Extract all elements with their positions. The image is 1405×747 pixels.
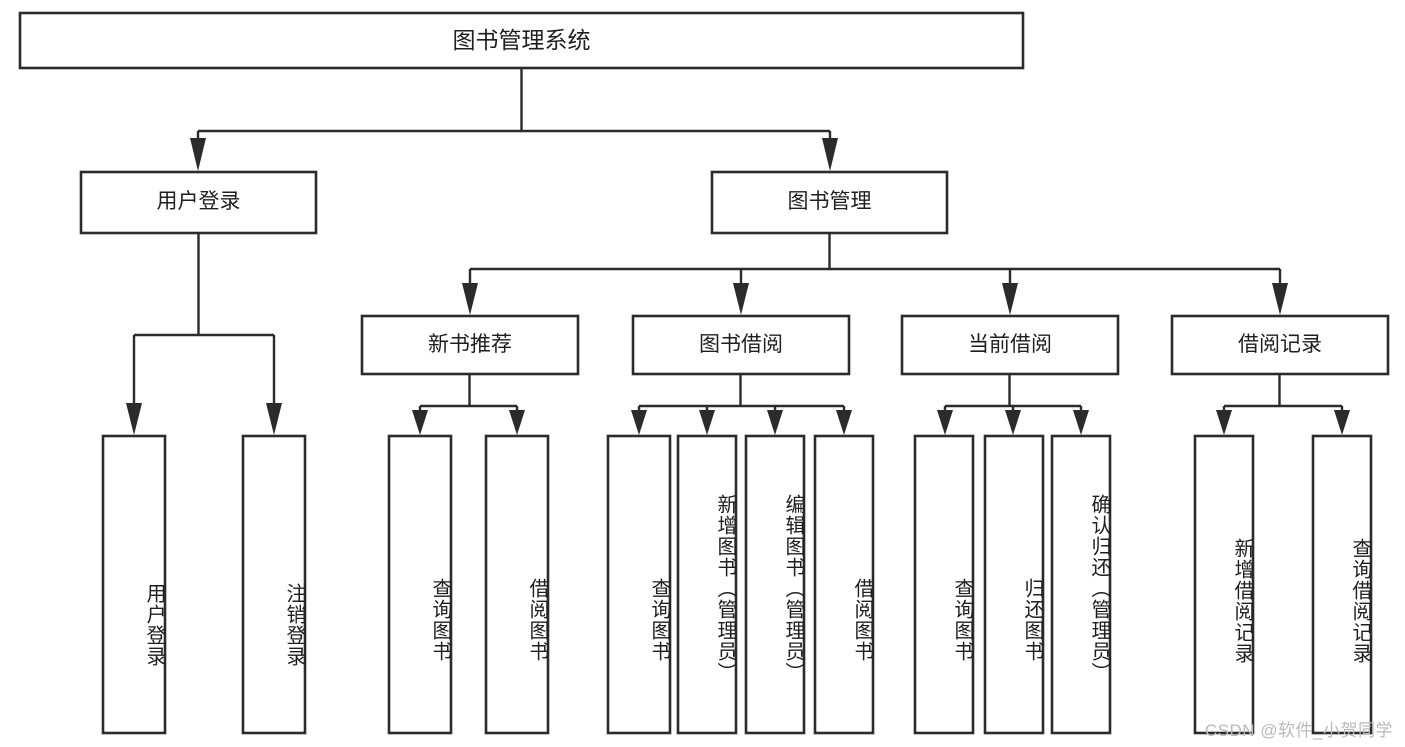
node-box-new-book-rec[interactable] — [360, 314, 580, 376]
node-box-user-login[interactable] — [79, 170, 318, 235]
node-box-borrow-record[interactable] — [1170, 314, 1390, 376]
arrow-head-leaf-edit-book — [767, 410, 783, 435]
arrow-head-leaf-confirm-return — [1073, 410, 1089, 435]
arrow-head-leaf-query-book-current — [937, 410, 953, 435]
node-box-root[interactable] — [18, 11, 1025, 70]
arrow-head-leaf-add-record — [1216, 410, 1232, 435]
arrow-head-leaf-borrow-book-rec — [509, 410, 525, 435]
node-box-leaf-query-book-borrow[interactable] — [606, 434, 672, 735]
arrow-head-book-borrow — [733, 283, 749, 315]
node-box-leaf-confirm-return[interactable] — [1050, 434, 1112, 735]
arrow-head-leaf-return-book — [1005, 410, 1021, 435]
node-box-leaf-user-login[interactable] — [101, 434, 167, 735]
node-box-leaf-add-book[interactable] — [676, 434, 738, 735]
arrow-head-leaf-query-book-rec — [412, 410, 428, 435]
node-box-leaf-add-record[interactable] — [1193, 434, 1255, 735]
node-box-leaf-user-logout[interactable] — [241, 434, 307, 735]
node-box-leaf-edit-book[interactable] — [744, 434, 806, 735]
arrow-head-current-borrow — [1002, 283, 1018, 315]
connectors — [126, 68, 1350, 435]
arrow-head-leaf-user-logout — [266, 403, 282, 435]
node-box-leaf-query-book-rec[interactable] — [387, 434, 453, 735]
node-box-leaf-query-record[interactable] — [1311, 434, 1373, 735]
arrow-head-leaf-query-book-borrow — [631, 410, 647, 435]
node-boxes — [18, 11, 1390, 735]
node-box-leaf-borrow-book[interactable] — [813, 434, 875, 735]
arrow-head-leaf-add-book — [699, 410, 715, 435]
arrow-head-user-login — [190, 138, 206, 171]
arrow-head-leaf-user-login — [126, 403, 142, 435]
node-box-book-manage[interactable] — [710, 170, 949, 235]
arrow-head-leaf-query-record — [1334, 410, 1350, 435]
node-box-leaf-query-book-current[interactable] — [913, 434, 975, 735]
node-box-leaf-borrow-book-rec[interactable] — [484, 434, 550, 735]
arrow-head-borrow-record — [1272, 283, 1288, 315]
arrow-head-book-manage — [822, 138, 838, 171]
node-box-book-borrow[interactable] — [631, 314, 851, 376]
arrow-head-leaf-borrow-book — [836, 410, 852, 435]
node-box-current-borrow[interactable] — [900, 314, 1120, 376]
node-box-leaf-return-book[interactable] — [983, 434, 1045, 735]
arrow-head-new-book-rec — [462, 283, 478, 315]
